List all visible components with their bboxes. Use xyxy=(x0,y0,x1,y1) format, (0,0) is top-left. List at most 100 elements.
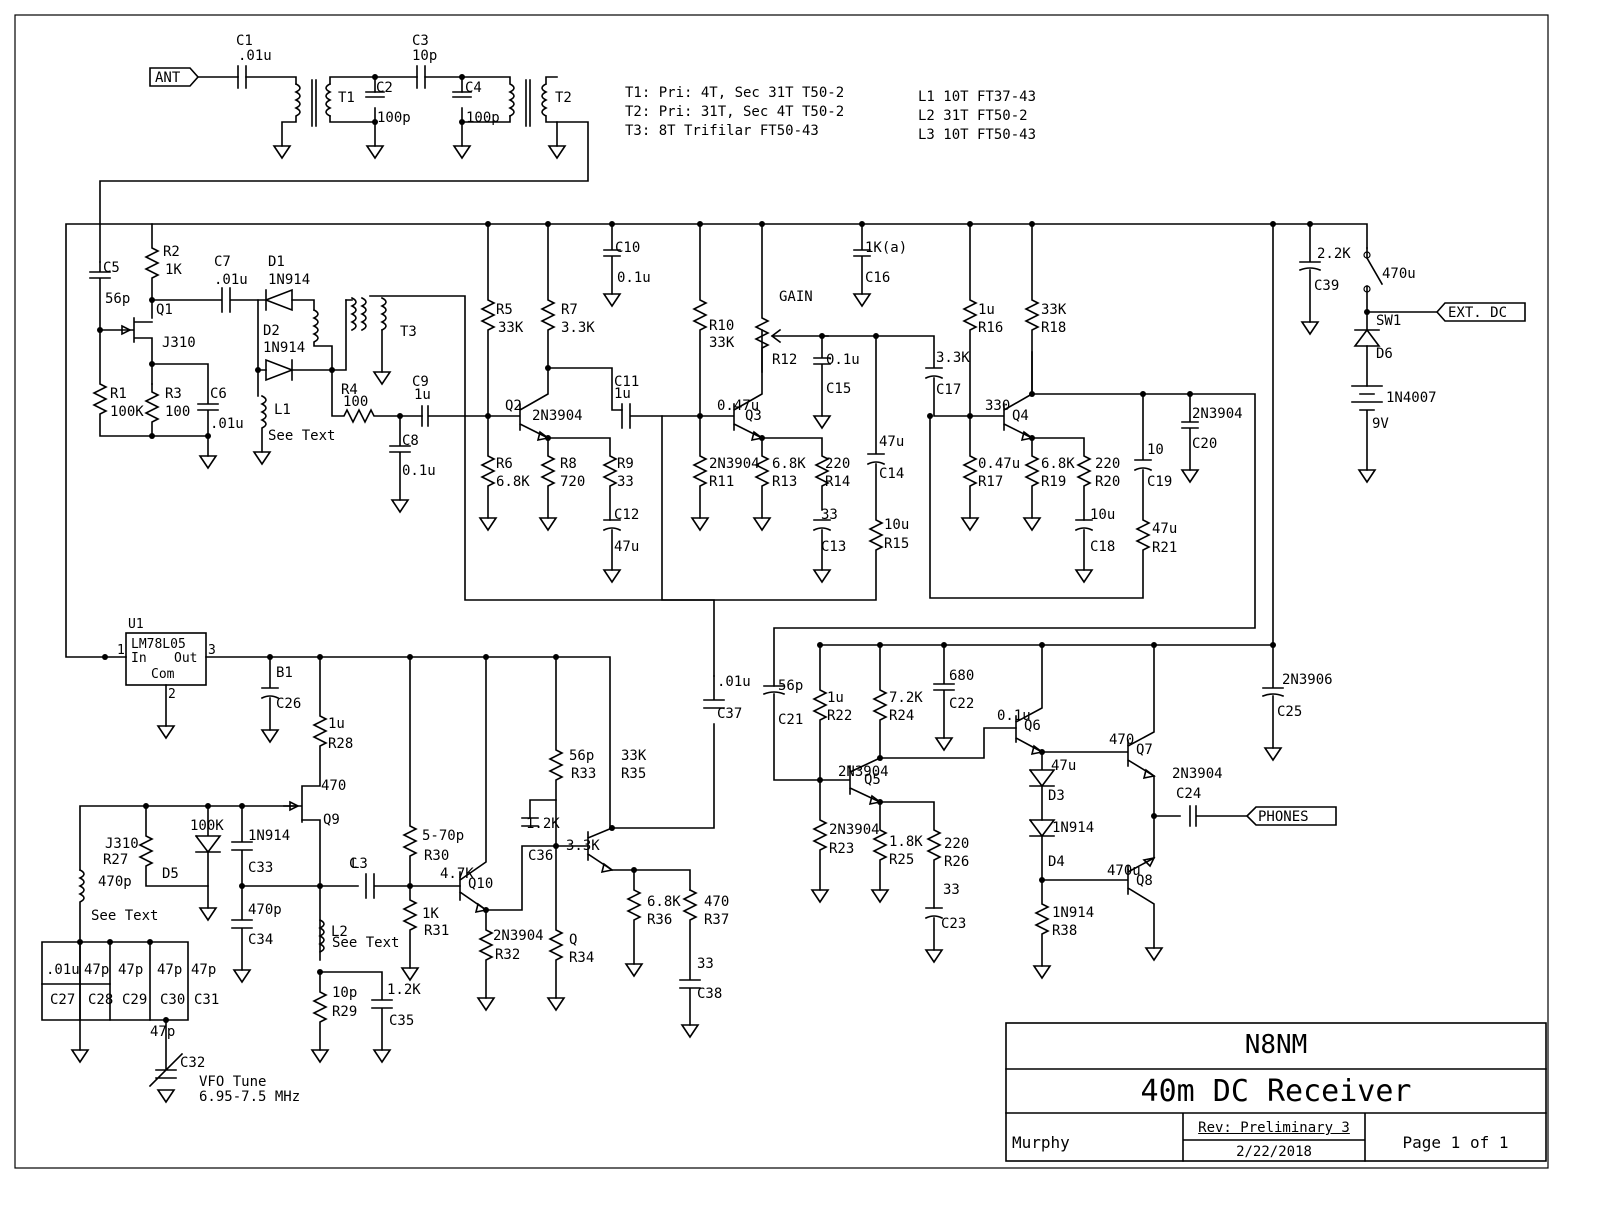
component-label: R19 xyxy=(1041,474,1066,490)
component-label: C3 xyxy=(412,33,429,49)
component-label: 470p xyxy=(98,874,132,890)
title-block xyxy=(1005,1022,1547,1162)
component-label: D2 xyxy=(263,323,280,339)
component-label: C27 xyxy=(50,992,75,1008)
component-label: C2 xyxy=(376,80,393,96)
component-label: L2 xyxy=(331,924,348,940)
component-label: C17 xyxy=(936,382,961,398)
component-label: 720 xyxy=(560,474,585,490)
component-label: 5-70p xyxy=(422,828,464,844)
component-label: C5 xyxy=(103,260,120,276)
component-label: .01u xyxy=(214,272,248,288)
component-label: 680 xyxy=(949,668,974,684)
component-label: C11 xyxy=(614,374,639,390)
component-label: 6.8K xyxy=(496,474,530,490)
component-label: 47p xyxy=(191,962,216,978)
component-label: C10 xyxy=(615,240,640,256)
component-label: C20 xyxy=(1192,436,1217,452)
component-label: 1.2K xyxy=(526,816,560,832)
component-label: SW1 xyxy=(1376,313,1401,329)
phones-port-label: PHONES xyxy=(1258,809,1309,825)
audio-amplifier-stages xyxy=(478,221,1313,687)
antenna-input-network: ANT xyxy=(99,65,589,263)
component-label: 0.1u xyxy=(402,463,436,479)
component-label: 33K xyxy=(709,335,735,351)
u1-out: Out xyxy=(174,651,197,666)
component-label: R24 xyxy=(889,708,914,724)
component-label: 100K xyxy=(190,818,224,834)
component-label: 470 xyxy=(1109,732,1134,748)
component-label: R17 xyxy=(978,474,1003,490)
component-label: C9 xyxy=(412,374,429,390)
component-label: 1N914 xyxy=(268,272,310,288)
component-label: C13 xyxy=(821,539,846,555)
u1-pin3: 3 xyxy=(208,643,216,658)
component-label: 100K xyxy=(110,404,144,420)
component-label: 9V xyxy=(1372,416,1389,432)
component-label: R12 xyxy=(772,352,797,368)
component-label: 1.2K xyxy=(387,982,421,998)
component-label: 6.8K xyxy=(647,894,681,910)
component-label: R21 xyxy=(1152,540,1177,556)
component-label: 33 xyxy=(697,956,714,972)
component-label: 10u xyxy=(1090,507,1115,523)
component-label: 330 xyxy=(985,398,1010,414)
component-label: C21 xyxy=(778,712,803,728)
component-label: Q1 xyxy=(156,302,173,318)
audio-output-stage: PHONES xyxy=(762,223,1337,980)
supply-rail xyxy=(65,223,1368,658)
component-label: 47p xyxy=(84,962,109,978)
component-label: R34 xyxy=(569,950,594,966)
component-label: 470 xyxy=(321,778,346,794)
component-label: R38 xyxy=(1052,923,1077,939)
component-label: 100p xyxy=(466,110,500,126)
component-label: C6 xyxy=(210,386,227,402)
component-label: R10 xyxy=(709,318,734,334)
component-label: R4 xyxy=(341,382,358,398)
component-label: C xyxy=(349,856,357,872)
component-label: 0.1u xyxy=(617,270,651,286)
component-label: C23 xyxy=(941,916,966,932)
component-label: Q6 xyxy=(1024,718,1041,734)
component-label: R8 xyxy=(560,456,577,472)
component-label: 56p xyxy=(569,748,594,764)
component-label: Q2 xyxy=(505,398,522,414)
component-label: J310 xyxy=(105,836,139,852)
component-label: 33 xyxy=(943,882,960,898)
component-label: C8 xyxy=(402,433,419,449)
component-label: 2N3904 xyxy=(709,456,760,472)
component-label: C33 xyxy=(248,860,273,876)
regulator-u1: U1 LM78L05 In Out Com 1 3 2 xyxy=(102,617,216,740)
component-label: 0.47u xyxy=(978,456,1020,472)
ext-dc-port-label: EXT. DC xyxy=(1448,305,1507,321)
component-label: Q xyxy=(569,932,577,948)
component-label: 47u xyxy=(1051,758,1076,774)
component-label: .01u xyxy=(46,962,80,978)
component-label: 10p xyxy=(412,48,437,64)
component-label: C31 xyxy=(194,992,219,1008)
component-label: 0.1u xyxy=(997,708,1031,724)
component-label: L3 xyxy=(351,856,368,872)
component-label: R18 xyxy=(1041,320,1066,336)
component-label: R25 xyxy=(889,852,914,868)
component-label: C28 xyxy=(88,992,113,1008)
component-label: 3.3K xyxy=(566,838,600,854)
component-label: C35 xyxy=(389,1013,414,1029)
component-label: C24 xyxy=(1176,786,1201,802)
component-label: 6.8K xyxy=(772,456,806,472)
component-label: 1u xyxy=(827,690,844,706)
component-label: 470u xyxy=(1382,266,1416,282)
component-label: R37 xyxy=(704,912,729,928)
component-label: 33K xyxy=(498,320,524,336)
power-section: EXT. DC xyxy=(1298,223,1526,484)
component-label: 1N914 xyxy=(1052,905,1094,921)
vfo-section xyxy=(41,654,725,1104)
component-label: D3 xyxy=(1048,788,1065,804)
component-label: C15 xyxy=(826,381,851,397)
component-label: R11 xyxy=(709,474,734,490)
component-label: 470u xyxy=(0,0,34,4)
component-label: 3.3K xyxy=(936,350,970,366)
component-label: R27 xyxy=(103,852,128,868)
